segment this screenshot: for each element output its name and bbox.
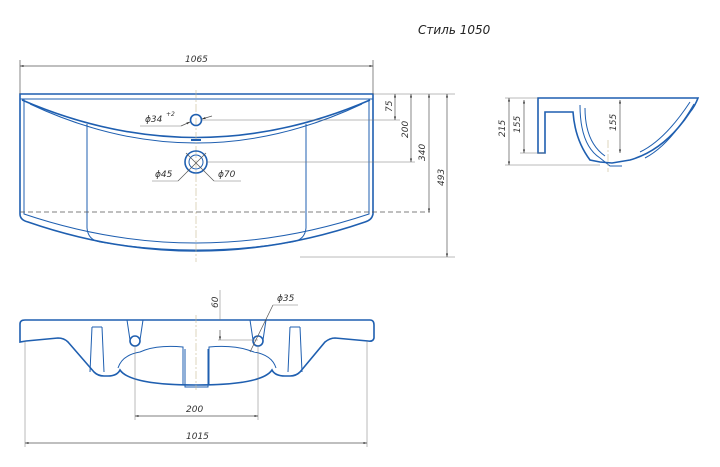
dim-493: 493 bbox=[437, 169, 447, 186]
dim-1015: 1015 bbox=[186, 432, 209, 442]
dim-200: 200 bbox=[401, 121, 411, 138]
dim-155-bowl: 155 bbox=[609, 114, 619, 131]
dim-155-left: 155 bbox=[513, 116, 523, 133]
overflow-hole-dim: ϕ35 bbox=[277, 294, 295, 304]
drawing-title: Стиль 1050 bbox=[418, 23, 491, 37]
faucet-hole-dim: ϕ34 bbox=[145, 115, 163, 125]
dim-200-spacing: 200 bbox=[186, 405, 203, 415]
dim-75: 75 bbox=[385, 100, 395, 112]
dim-340: 340 bbox=[418, 144, 428, 161]
drain-inner-dim: ϕ45 bbox=[155, 170, 173, 180]
front-view: 60 ϕ35 200 1015 bbox=[19, 290, 375, 447]
drain-outer-dim: ϕ70 bbox=[218, 170, 236, 180]
side-view: 215 155 155 bbox=[498, 97, 700, 172]
faucet-tolerance: +2 bbox=[166, 111, 175, 118]
dim-60: 60 bbox=[211, 296, 221, 308]
top-view: 1065 75 200 340 493 ϕ34 +2 ϕ45 ϕ70 bbox=[19, 55, 455, 262]
dim-215: 215 bbox=[498, 120, 508, 137]
dim-1065: 1065 bbox=[185, 55, 208, 65]
